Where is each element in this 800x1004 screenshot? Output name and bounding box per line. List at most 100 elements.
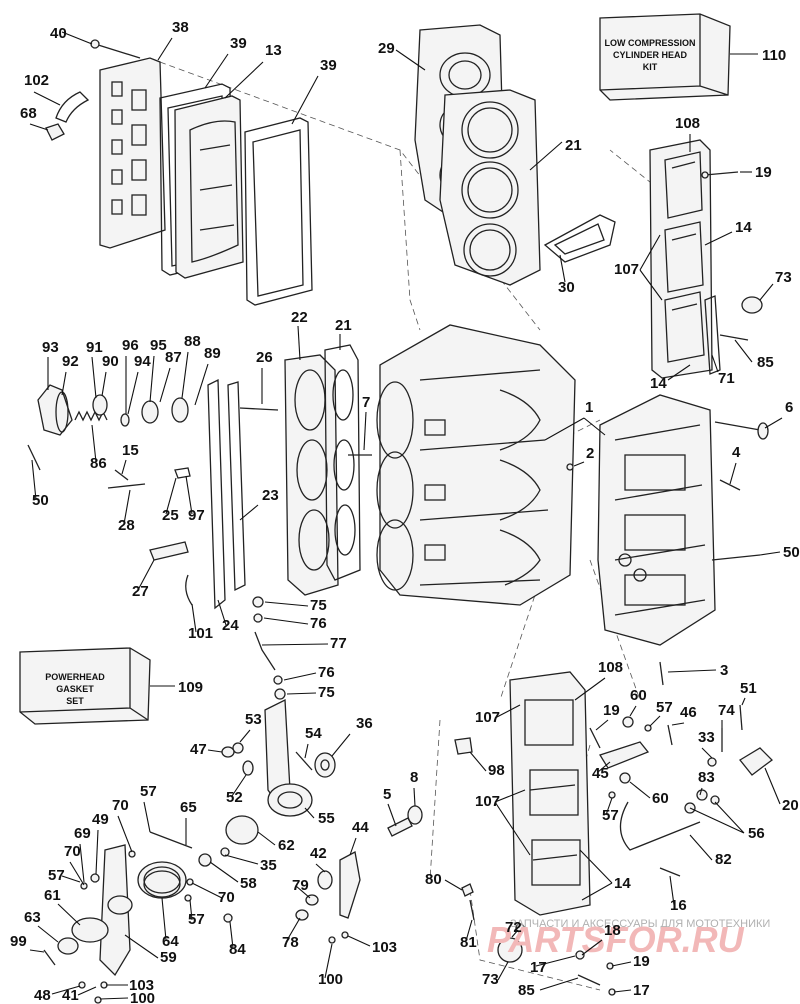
exhaust-cover-38 [99,57,166,249]
part-label-26-30: 26 [256,349,273,366]
part-label-44-83: 44 [352,819,369,836]
part-label-15-37: 15 [122,442,139,459]
bolt-50-right [711,554,761,561]
plug-73-top [741,296,763,314]
part-label-30-14: 30 [558,279,575,296]
part-label-55-78: 55 [318,810,335,827]
part-label-6-33: 6 [785,399,793,416]
pin-46 [667,724,673,746]
part-label-79-92: 79 [292,877,309,894]
part-label-38-1: 38 [172,19,189,36]
part-label-108-53: 108 [598,659,623,676]
part-label-41-114: 41 [62,987,79,1004]
link-65 [149,831,193,849]
small-parts-100-103 [78,981,108,1004]
link-20 [739,747,773,776]
part-label-51-54: 51 [740,680,757,697]
parts-72-18 [515,923,585,960]
kit-110-line-1: LOW COMPRESSION [604,38,695,48]
part-label-21-8: 21 [565,137,582,154]
part-label-92-25: 92 [62,353,79,370]
part-label-96-22: 96 [122,337,139,354]
part-label-57-75: 57 [140,783,157,800]
small-parts-69-70 [80,850,233,923]
fitting-5 [387,817,413,837]
part-label-13-3: 13 [265,42,282,59]
part-label-80-94: 80 [425,871,442,888]
part-label-77-49: 77 [330,635,347,652]
leader-lines [29,31,783,1000]
part-label-14-93: 14 [614,875,631,892]
part-label-36-62: 36 [356,715,373,732]
part-label-19-109: 19 [633,953,650,970]
part-label-49-81: 49 [92,811,109,828]
part-label-61-95: 61 [44,887,61,904]
parts-35-58 [198,847,230,867]
watermark-brand: PARTSFOR.RU [487,919,745,960]
cover-gasket-30 [543,214,616,263]
dowel-3 [659,661,664,686]
plug-73-bottom [497,937,523,963]
part-label-74-60: 74 [718,702,735,719]
part-label-70-76: 70 [112,797,129,814]
head-gasket-21-side [324,344,361,581]
parts-15-28 [107,469,146,489]
part-label-68-7: 68 [20,105,37,122]
bolt-6 [714,421,769,440]
part-label-8-68: 8 [410,769,418,786]
part-label-75-47: 75 [310,597,327,614]
part-label-70-91: 70 [218,889,235,906]
bushing-52 [242,760,254,776]
parts-85-17-19-bottom [577,962,616,996]
part-label-76-48: 76 [310,615,327,632]
valve-parts-90-96 [92,394,189,427]
cam-follower-44 [339,851,361,919]
part-label-47-65: 47 [190,741,207,758]
part-label-2-34: 2 [586,445,594,462]
part-label-78-100: 78 [282,934,299,951]
ring-64 [137,861,187,899]
part-label-100-117: 100 [130,990,155,1004]
bolt-50-left [27,444,41,471]
part-label-88-24: 88 [184,333,201,350]
part-label-81-104: 81 [460,934,477,951]
part-label-18-102: 18 [604,922,621,939]
part-label-91-21: 91 [86,339,103,356]
hose-102 [55,91,90,123]
parts-75-77 [252,596,286,700]
part-label-107-80: 107 [475,793,500,810]
part-label-103-112: 103 [129,977,154,994]
part-label-70-85: 70 [64,843,81,860]
part-label-73-13: 73 [775,269,792,286]
head-cover-22 [284,354,339,596]
part-label-20-70: 20 [782,797,799,814]
spacer-53 [232,742,244,754]
part-label-27-44: 27 [132,583,149,600]
part-label-42-87: 42 [310,845,327,862]
part-label-98-66: 98 [488,762,505,779]
part-label-21-19: 21 [335,317,352,334]
kit-110-line-2: CYLINDER HEAD [613,50,688,60]
part-label-85-15: 85 [757,354,774,371]
part-label-50-43: 50 [783,544,800,561]
thermostat-cover-93 [37,384,73,436]
bolt-40 [90,39,141,59]
fastener-51 [739,704,743,731]
part-label-60-71: 60 [652,790,669,807]
watermark-caption: ЗАПЧАСТИ И АКСЕССУАРЫ ДЛЯ МОТОТЕХНИКИ [510,918,770,930]
part-label-69-82: 69 [74,825,91,842]
washer-63 [57,937,79,955]
nuts-83-56 [684,789,720,814]
part-label-35-86: 35 [260,857,277,874]
part-label-86-36: 86 [90,455,107,472]
gasket-23 [227,381,246,592]
bracket-98 [454,737,473,755]
part-label-28-41: 28 [118,517,135,534]
reed-plate-107-top [649,139,721,379]
part-label-90-26: 90 [102,353,119,370]
part-label-52-72: 52 [226,789,243,806]
part-label-17-116: 17 [633,982,650,999]
part-label-84-105: 84 [229,941,246,958]
part-label-17-108: 17 [530,959,547,976]
